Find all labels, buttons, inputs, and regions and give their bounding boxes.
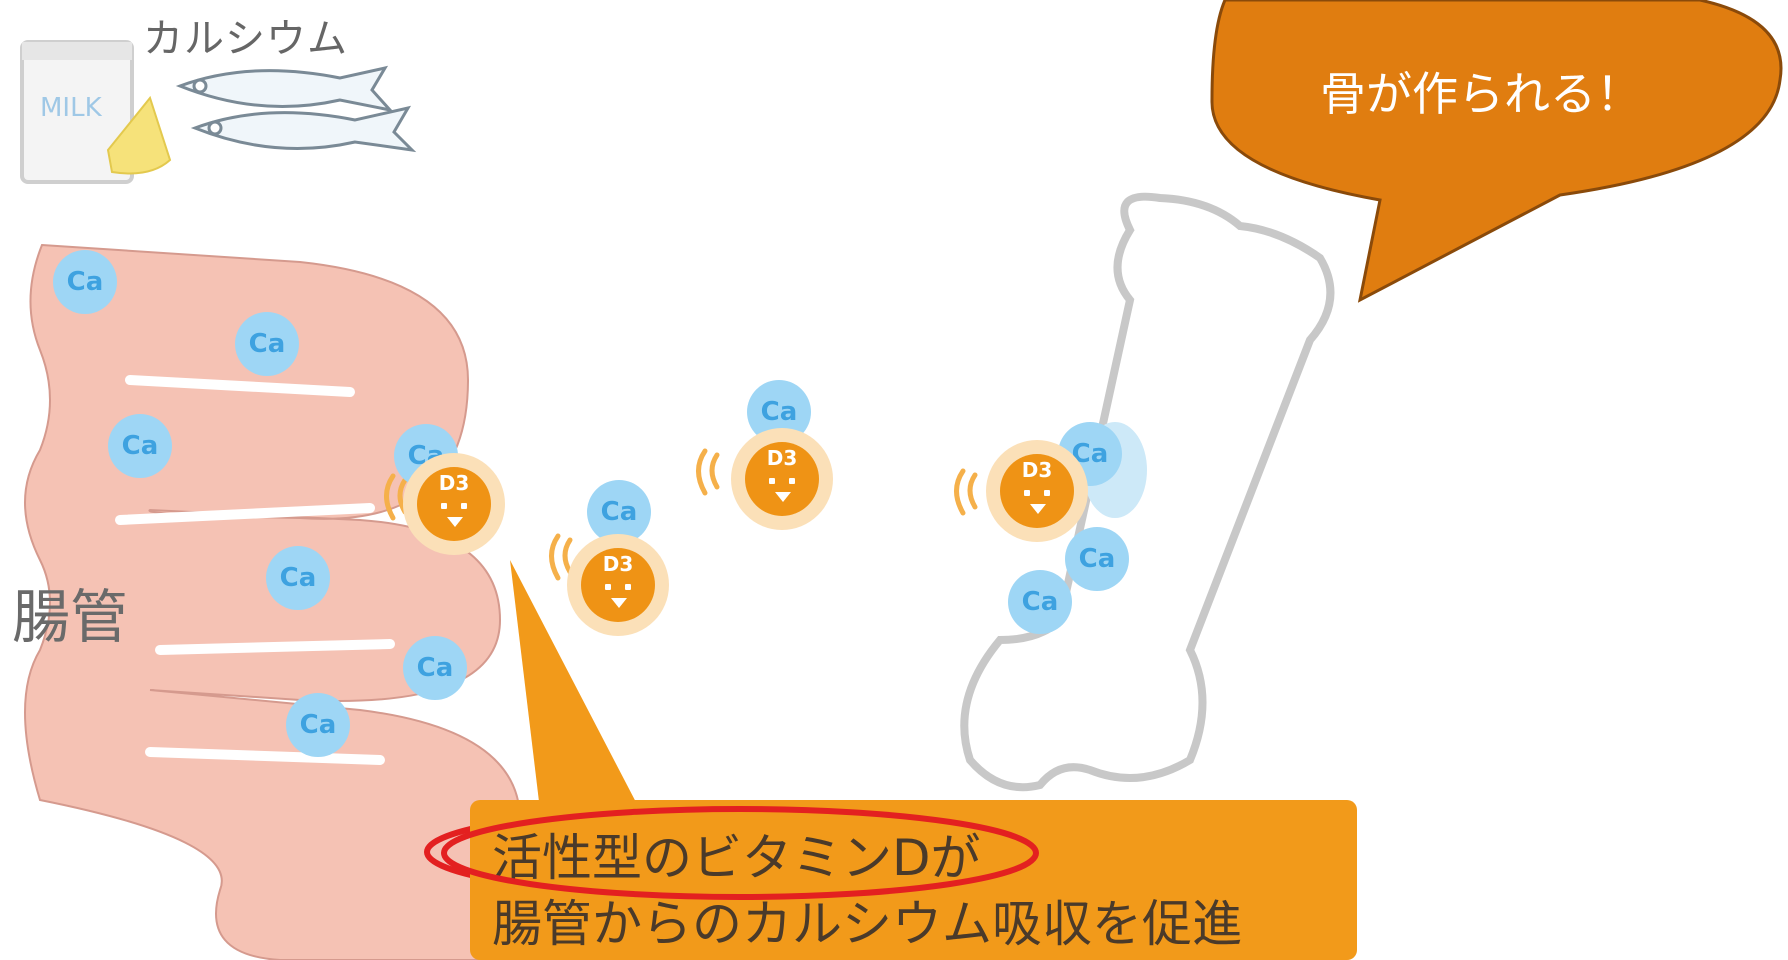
calcium-particle: Ca xyxy=(286,693,350,757)
calcium-particle: Ca xyxy=(1065,527,1129,591)
fish-icon xyxy=(175,65,395,113)
cheese-icon xyxy=(106,95,172,175)
caption-line-2: 腸管からのカルシウム吸収を促進 xyxy=(492,895,1242,953)
calcium-particle: Ca xyxy=(587,480,651,544)
calcium-particle: Ca xyxy=(403,636,467,700)
calcium-particle: Ca xyxy=(53,250,117,314)
speech-bubble-text: 骨が作られる！ xyxy=(1320,67,1642,121)
caption-line-1: 活性型のビタミンDが xyxy=(492,829,981,887)
caption-box xyxy=(470,800,1357,960)
vitamin-d3-character: D3 xyxy=(567,534,669,636)
calcium-particle: Ca xyxy=(235,312,299,376)
vitamin-d3-character: D3 xyxy=(403,453,505,555)
calcium-particle: Ca xyxy=(108,414,172,478)
milk-carton-icon xyxy=(20,40,134,184)
caption-pointer xyxy=(510,560,640,810)
vitamin-d3-character: D3 xyxy=(986,440,1088,542)
milk-label: MILK xyxy=(40,93,102,123)
calcium-particle: Ca xyxy=(266,546,330,610)
vitamin-d3-character: D3 xyxy=(731,428,833,530)
fish-icon xyxy=(190,105,417,153)
speech-bubble xyxy=(1210,0,1783,303)
gut-label: 腸管 xyxy=(12,583,129,651)
calcium-particle: Ca xyxy=(1008,570,1072,634)
calcium-label: カルシウム xyxy=(143,16,348,62)
